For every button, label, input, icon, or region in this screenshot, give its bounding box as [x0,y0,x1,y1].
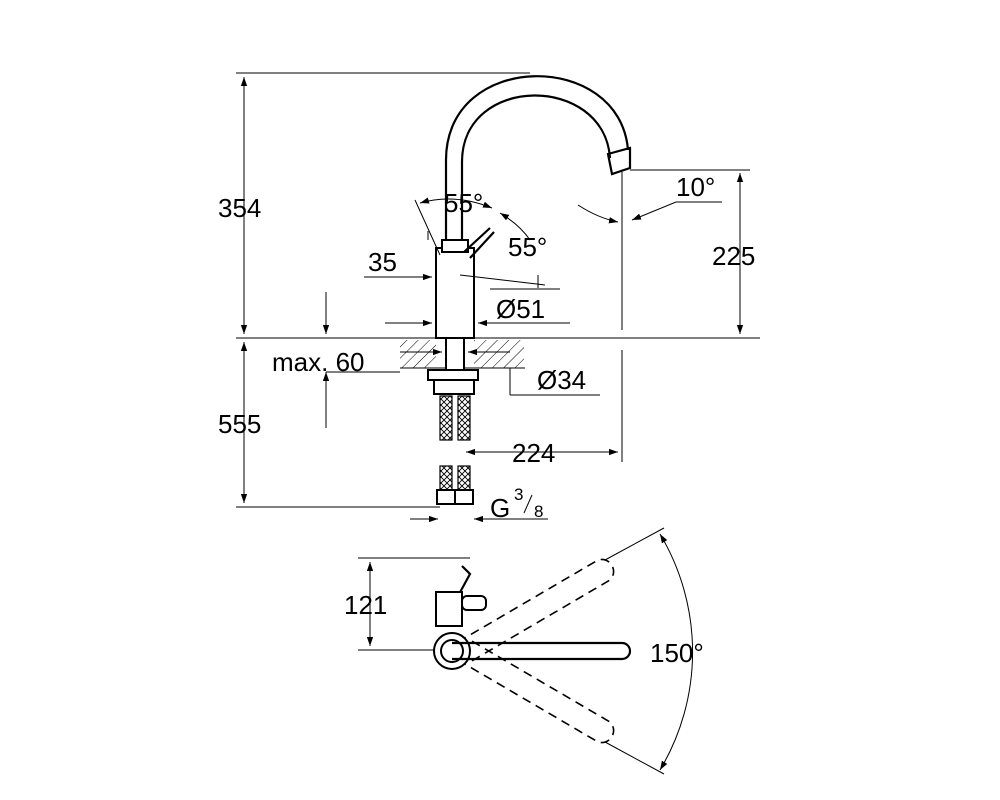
dim-121-label: 121 [344,590,387,620]
hose-left-lower [439,465,453,491]
spout-angle-arc-left [577,204,619,224]
lever-handle [463,227,491,253]
lever-angle-arc-left [419,197,493,209]
dim-10deg-label: 10° [676,172,715,202]
top-body-inner [440,639,464,663]
dim-g-label: G [490,493,510,523]
dim-g-fraction-slash [523,494,533,514]
spout-outer [444,75,630,246]
dim-224-label: 224 [512,438,555,468]
spout-top-view [452,641,632,661]
mounting-washer [433,379,475,395]
top-body-block [435,591,463,627]
lever-angle-arc-right [499,212,531,241]
dim-225-label: 225 [712,241,755,271]
dim-34-label: Ø34 [537,365,586,395]
top-lever [461,595,487,611]
mounting-nut [427,369,479,381]
dim-g-denominator: 8 [534,502,543,521]
spout-aerator [606,146,632,176]
hose-left-fitting [436,489,456,505]
spout-position-lower [457,639,615,744]
spout-inner [460,94,612,246]
hose-right-upper [457,395,471,441]
swivel-angle-arc [659,533,694,771]
hose-left-upper [439,395,453,441]
spout-angle-leader [631,201,722,221]
hose-right-fitting [454,489,474,505]
swivel-ext-lower [604,741,665,775]
top-view: 121 150° [344,527,704,775]
lever-top-view-outline [457,565,472,597]
body-cap [441,239,469,253]
dim-55deg-left-label: 55° [444,188,483,218]
dim-51-label: Ø51 [496,294,545,324]
dim-555-label: 555 [218,409,261,439]
swivel-ext-upper [604,527,665,561]
lever-handle-edge [469,231,495,259]
lever-limit-left [414,199,441,256]
dim-deck-label: max. 60 [272,347,365,377]
lever-limit-right [459,274,546,286]
deck-right-hatch [474,340,524,368]
dim-55deg-right-label: 55° [508,232,547,262]
dim-g-numerator: 3 [514,485,523,504]
dim-35-label: 35 [368,247,397,277]
side-view: 354 555 225 35 Ø51 max. 60 Ø34 224 10° 5… [218,72,760,523]
faucet-body [435,247,475,339]
dim-354-label: 354 [218,193,261,223]
dim-150deg-label: 150° [650,638,704,668]
deck-left-hatch [400,340,436,368]
hose-right-lower [457,465,471,491]
